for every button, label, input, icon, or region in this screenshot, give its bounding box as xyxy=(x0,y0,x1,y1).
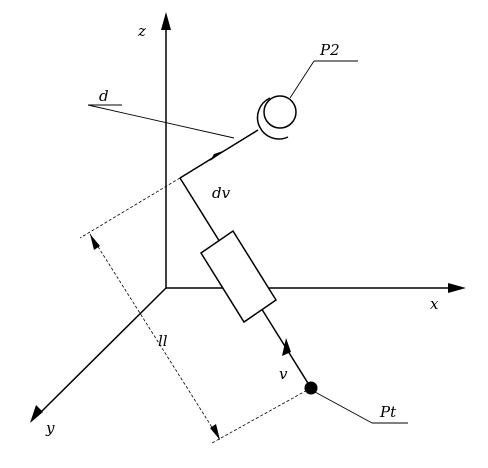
d-label: d xyxy=(99,87,109,105)
ll-dimension-line xyxy=(89,233,221,441)
p2-outer-arc xyxy=(256,97,289,140)
p2-label: P2 xyxy=(319,41,340,59)
dv-arrowhead xyxy=(210,150,226,161)
y-axis-label: y xyxy=(45,419,55,437)
ll-arrowhead-top xyxy=(90,234,100,250)
y-axis xyxy=(37,287,167,416)
p2-leader-line xyxy=(289,60,315,99)
y-axis-arrowhead xyxy=(30,405,43,423)
dv-label: dv xyxy=(212,184,231,202)
x-axis-label: x xyxy=(430,295,439,313)
rectangular-body xyxy=(199,229,278,324)
pt-label: Pt xyxy=(379,403,397,421)
x-axis-arrowhead xyxy=(448,283,466,293)
ll-extension-top xyxy=(79,177,181,239)
z-axis-arrowhead xyxy=(161,12,171,30)
ll-extension-bottom xyxy=(211,387,312,444)
p2-circle xyxy=(263,95,297,129)
pt-leader-line xyxy=(314,391,373,424)
ll-arrowhead-bottom xyxy=(210,424,220,440)
v-arrowhead xyxy=(282,338,291,356)
d-leader-line xyxy=(87,104,235,139)
z-axis-label: z xyxy=(137,22,146,40)
ll-label: ll xyxy=(158,332,168,350)
v-label: v xyxy=(279,365,288,383)
